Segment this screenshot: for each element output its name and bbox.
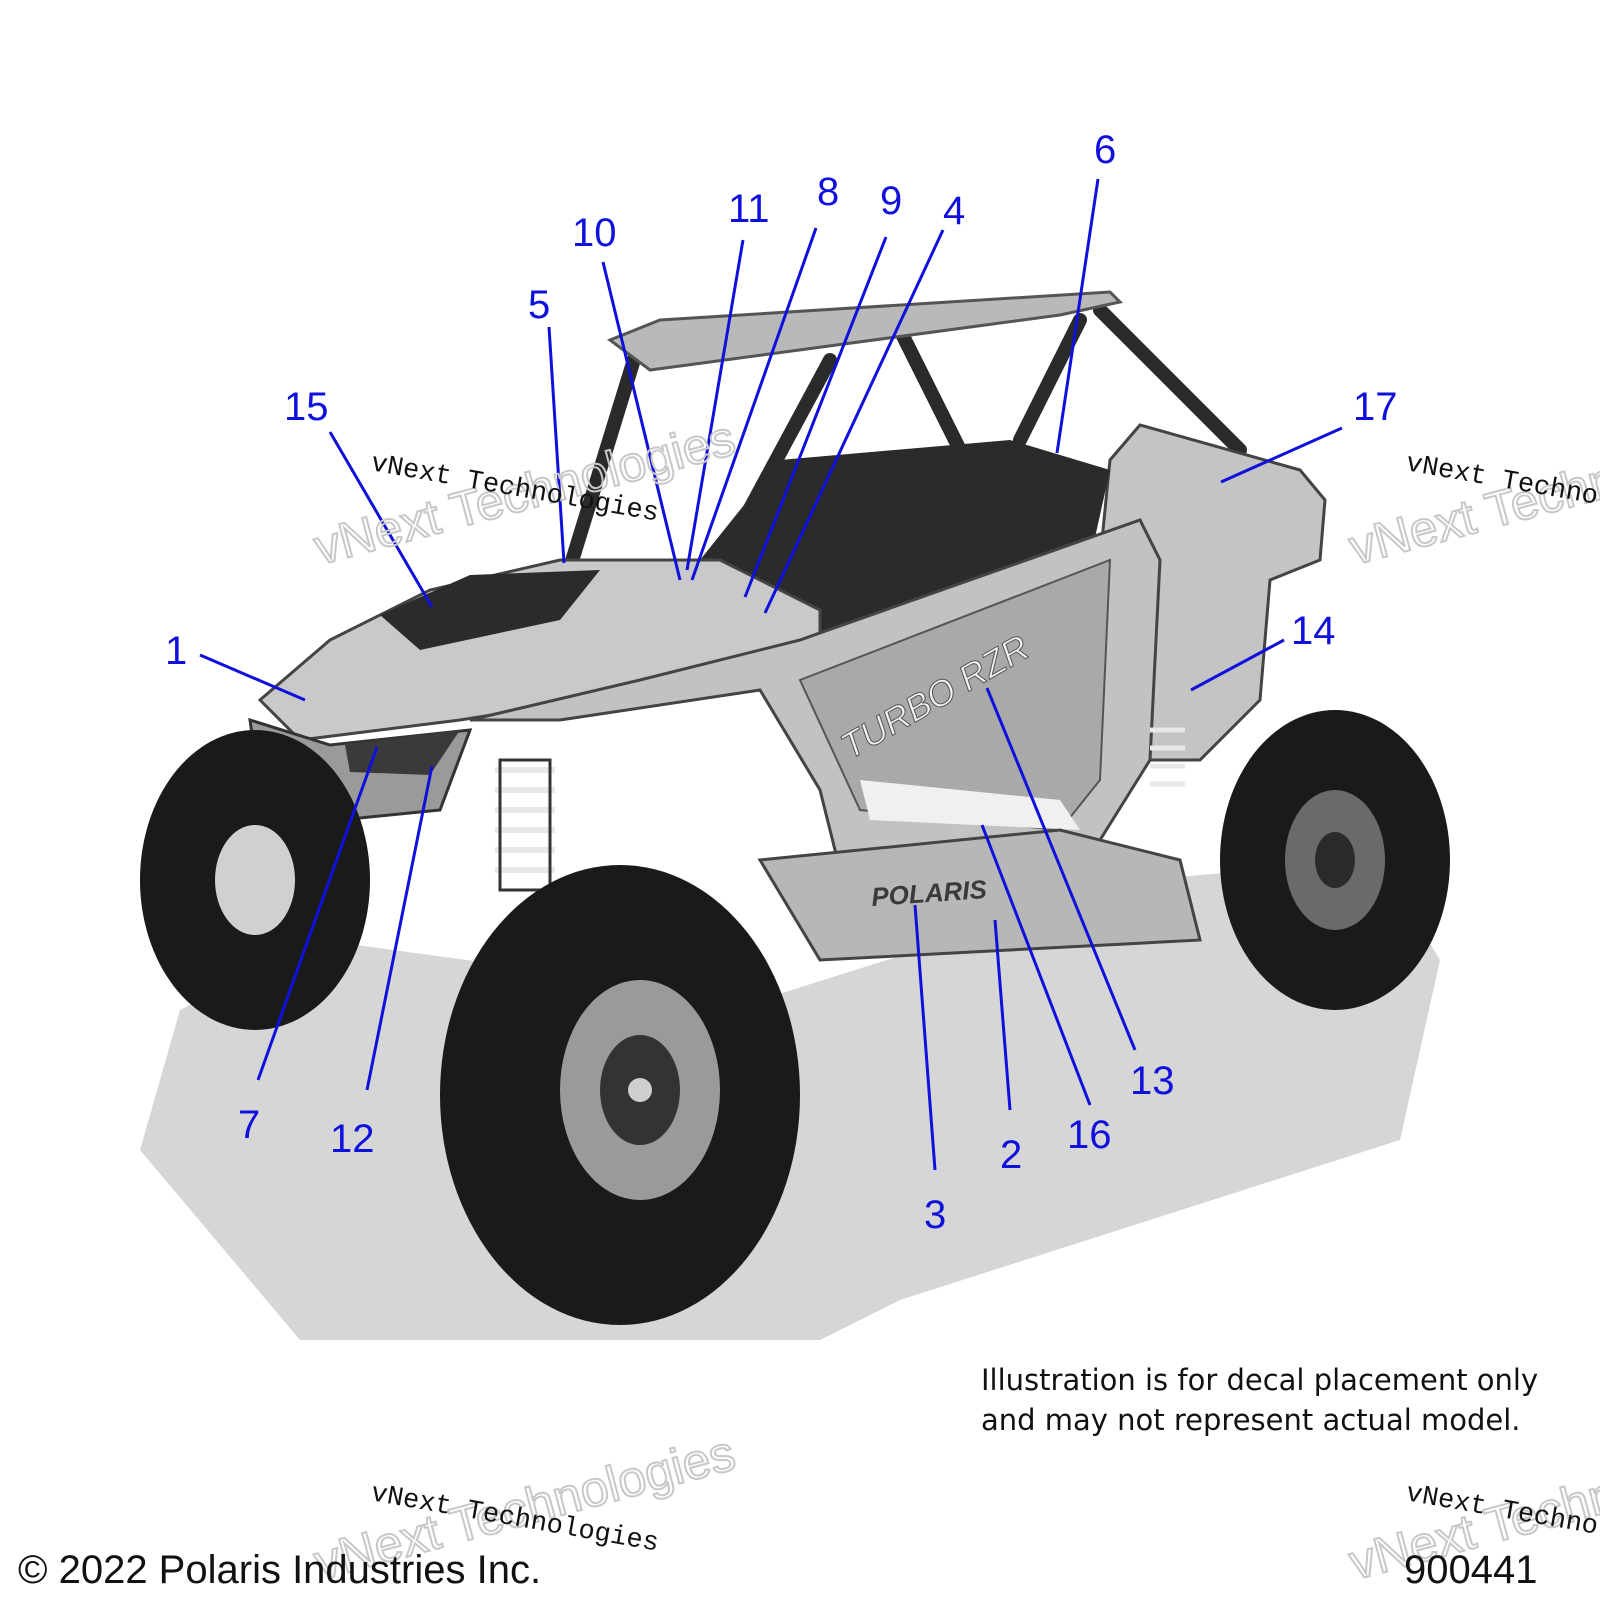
front-shock-body	[498, 758, 552, 892]
leader-3	[913, 904, 937, 1171]
watermark-top-right: vNext Technologies vNext Technologies	[1342, 409, 1600, 577]
front-shock	[495, 767, 555, 873]
leader-13	[985, 687, 1137, 1051]
leader-2	[993, 919, 1012, 1111]
disclaimer-line-2: and may not represent actual model.	[981, 1403, 1521, 1437]
leader-5	[547, 326, 566, 564]
callout-15: 15	[284, 385, 329, 429]
leader-17	[1220, 426, 1343, 484]
rocker-panel	[757, 828, 1202, 962]
leader-6	[1055, 178, 1100, 454]
leader-12	[365, 765, 434, 1091]
front-right-wheel	[440, 865, 800, 1325]
rear-right-wheel	[1220, 710, 1450, 1010]
callout-10: 10	[572, 211, 617, 255]
leader-15	[328, 431, 434, 608]
callout-14: 14	[1291, 609, 1336, 653]
headlight	[345, 730, 460, 775]
copyright-notice: © 2022 Polaris Industries Inc.	[18, 1548, 542, 1592]
callout-16: 16	[1067, 1113, 1112, 1157]
disclaimer: Illustration is for decal placement only…	[981, 1360, 1581, 1440]
leader-1	[199, 653, 306, 702]
callout-3: 3	[924, 1193, 946, 1237]
callout-11: 11	[728, 187, 770, 231]
callout-4: 4	[943, 189, 965, 233]
leader-8	[690, 227, 818, 581]
leader-7	[256, 746, 379, 1081]
disclaimer-line-1: Illustration is for decal placement only	[981, 1363, 1539, 1397]
leader-11	[685, 239, 745, 571]
hood-vent	[380, 570, 600, 650]
callout-7: 7	[238, 1103, 260, 1147]
callout-2: 2	[1000, 1133, 1022, 1177]
callout-9: 9	[880, 179, 902, 223]
hood	[257, 558, 822, 742]
callout-6: 6	[1094, 128, 1116, 172]
roof-panel	[606, 290, 1124, 372]
rear-shock	[1150, 727, 1185, 787]
callout-13: 13	[1130, 1059, 1175, 1103]
leader-10	[601, 261, 682, 581]
leader-14	[1190, 638, 1285, 692]
callout-numbers: 1 2 3 4 5 6 7 8 9 10 11 12 13 14 15 16 1…	[165, 128, 1398, 1237]
door-panel	[798, 558, 1112, 832]
watermark-top-left: vNext Technologies vNext Technologies	[307, 409, 741, 577]
callout-8: 8	[817, 170, 839, 214]
leader-9	[743, 236, 888, 598]
front-left-wheel	[140, 730, 370, 1030]
leader-4	[763, 229, 945, 614]
callout-1: 1	[165, 629, 187, 673]
callout-5: 5	[528, 283, 550, 327]
callout-12: 12	[330, 1117, 375, 1161]
leader-16	[980, 824, 1092, 1106]
leader-lines	[199, 178, 1343, 1171]
door-accent	[860, 780, 1080, 830]
callout-17: 17	[1353, 385, 1398, 429]
drawing-number: 900441	[1404, 1548, 1538, 1592]
